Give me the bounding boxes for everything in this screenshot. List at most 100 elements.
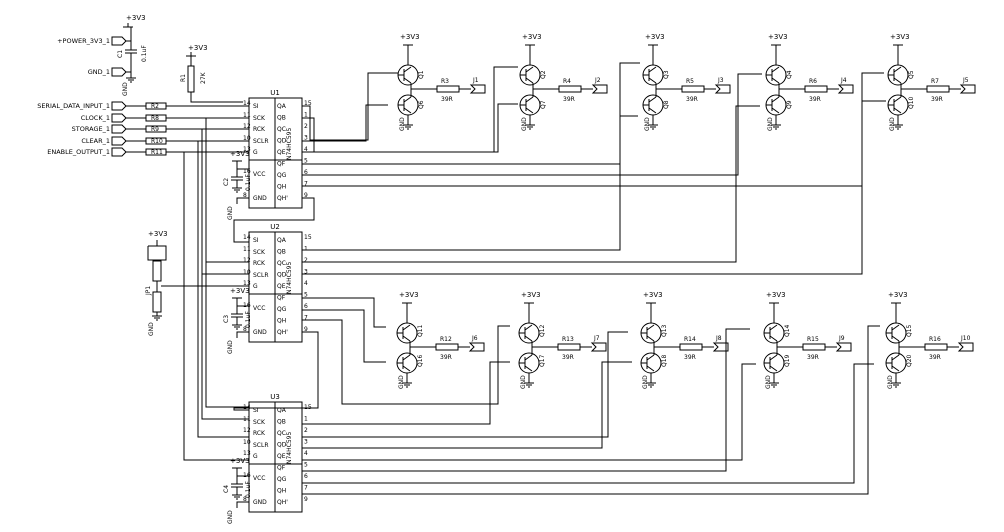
channel-wire bbox=[406, 341, 436, 383]
output-connector-ref: J8 bbox=[715, 335, 722, 342]
input-port bbox=[111, 147, 127, 157]
output-connector-ref: J6 bbox=[471, 335, 478, 342]
gnd-label: GND bbox=[520, 375, 527, 389]
ic-pin-name: QG bbox=[277, 172, 287, 179]
ic-pin-name: RCK bbox=[253, 126, 266, 133]
ic-pin-number: 2 bbox=[304, 427, 308, 434]
transistor-symbol bbox=[886, 324, 900, 342]
ic-pin-number: 6 bbox=[304, 473, 308, 480]
ground-symbol bbox=[525, 124, 535, 130]
power-port-label: +POWER_3V3_1 bbox=[57, 37, 110, 45]
ic-pin-number: 7 bbox=[304, 485, 308, 492]
supply-label: +3V3 bbox=[399, 291, 419, 299]
output-connector bbox=[468, 342, 485, 352]
supply-label: +3V3 bbox=[890, 33, 910, 41]
transistor-symbol bbox=[397, 354, 411, 372]
ic-pin-name: QA bbox=[277, 103, 287, 110]
output-resistor-ref: R12 bbox=[440, 336, 452, 343]
ic-pin-number: 6 bbox=[304, 169, 308, 176]
gnd-port-label: GND_1 bbox=[88, 68, 110, 76]
gnd-label: GND bbox=[227, 206, 234, 220]
supply-label: +3V3 bbox=[888, 291, 908, 299]
output-connector-ref: J3 bbox=[717, 77, 724, 84]
supply-label: +3V3 bbox=[230, 287, 250, 295]
output-resistor-value: 39R bbox=[684, 354, 696, 361]
output-resistor-ref: R6 bbox=[809, 78, 817, 85]
ic-pin-name: QF bbox=[277, 161, 286, 168]
output-resistor-value: 39R bbox=[440, 354, 452, 361]
ic-pin-number: 15 bbox=[304, 234, 312, 241]
transistor-symbol bbox=[643, 66, 657, 84]
transistor-ref: Q17 bbox=[539, 354, 546, 367]
ic-pin-number: 12 bbox=[243, 123, 251, 130]
output-connector-ref: J2 bbox=[594, 77, 601, 84]
transistor-ref: Q14 bbox=[784, 324, 791, 337]
ic-pin-name: VCC bbox=[253, 171, 265, 178]
input-resistor bbox=[145, 125, 167, 133]
input-port-label: STORAGE_1 bbox=[72, 125, 110, 133]
ic-pin-name: QB bbox=[277, 249, 286, 256]
output-resistor bbox=[435, 343, 459, 351]
ground-symbol bbox=[402, 382, 412, 388]
cap-ref: C2 bbox=[223, 178, 230, 186]
ic-pin-name: QE bbox=[277, 283, 286, 290]
output-resistor-ref: R16 bbox=[929, 336, 941, 343]
gnd-label: GND bbox=[521, 117, 528, 131]
transistor-symbol bbox=[764, 324, 778, 342]
r1-resistor-group: +3V3 R1 27K bbox=[180, 44, 243, 103]
ic-pin-name: QB bbox=[277, 115, 286, 122]
ic-pin-number: 1 bbox=[304, 416, 308, 423]
power-section: +POWER_3V3_1 GND_1 +3V3 C1 0.1uF GND bbox=[57, 14, 148, 96]
transistor-symbol bbox=[520, 96, 534, 114]
transistor-symbol bbox=[519, 324, 533, 342]
input-port-label: ENABLE_OUTPUT_1 bbox=[47, 148, 110, 156]
transistor-symbol bbox=[520, 66, 534, 84]
ic-pin-name: QH bbox=[277, 318, 286, 325]
supply-label: +3V3 bbox=[400, 33, 420, 41]
transistor-ref: Q1 bbox=[418, 70, 425, 79]
ic-pin-number: 13 bbox=[243, 450, 251, 457]
transistor-ref: Q5 bbox=[908, 70, 915, 79]
power-port bbox=[111, 36, 127, 46]
supply-wire bbox=[403, 44, 413, 65]
channel-wire bbox=[895, 341, 925, 383]
supply-label: +3V3 bbox=[643, 291, 663, 299]
ground-symbol bbox=[893, 124, 903, 130]
ic-pin-name: SI bbox=[253, 237, 259, 244]
ic-gnd-wire bbox=[236, 331, 249, 338]
ground-symbol bbox=[891, 382, 901, 388]
gnd-port bbox=[111, 67, 127, 77]
output-resistor-value: 39R bbox=[562, 354, 574, 361]
ground-symbol bbox=[769, 382, 779, 388]
output-resistor bbox=[804, 85, 828, 93]
ic-pin-name: QH' bbox=[277, 329, 288, 336]
ic-pin-number: 4 bbox=[304, 146, 308, 153]
transistor-symbol bbox=[641, 354, 655, 372]
gnd-label: GND bbox=[644, 117, 651, 131]
transistor-symbol bbox=[888, 96, 902, 114]
cap-value: 0.1uF bbox=[245, 311, 252, 328]
ic-ref: U3 bbox=[270, 393, 280, 401]
transistor-symbol bbox=[519, 354, 533, 372]
output-connector-ref: J7 bbox=[593, 335, 600, 342]
output-resistor-ref: R3 bbox=[441, 78, 449, 85]
ground-symbol bbox=[524, 382, 534, 388]
ic-pin-name: QC bbox=[277, 260, 286, 267]
gnd-label: GND bbox=[765, 375, 772, 389]
ic-pin-number: 1 bbox=[304, 112, 308, 119]
ic-pin-number: 7 bbox=[304, 315, 308, 322]
supply-label: +3V3 bbox=[126, 14, 146, 22]
output-connector-ref: J9 bbox=[838, 335, 845, 342]
transistor-symbol bbox=[641, 324, 655, 342]
ic-pin-name: QH bbox=[277, 184, 286, 191]
input-resistor bbox=[145, 148, 167, 156]
channel-wire bbox=[529, 83, 559, 125]
ic-pin-number: 5 bbox=[304, 158, 308, 165]
cap-value: 0.1uF bbox=[245, 481, 252, 498]
channel-wire bbox=[775, 83, 805, 125]
ic-pin-name: G bbox=[253, 149, 258, 156]
ic-pin-name: SCK bbox=[253, 115, 266, 122]
ic-pin-name: QG bbox=[277, 306, 287, 313]
gnd-label: GND bbox=[399, 117, 406, 131]
